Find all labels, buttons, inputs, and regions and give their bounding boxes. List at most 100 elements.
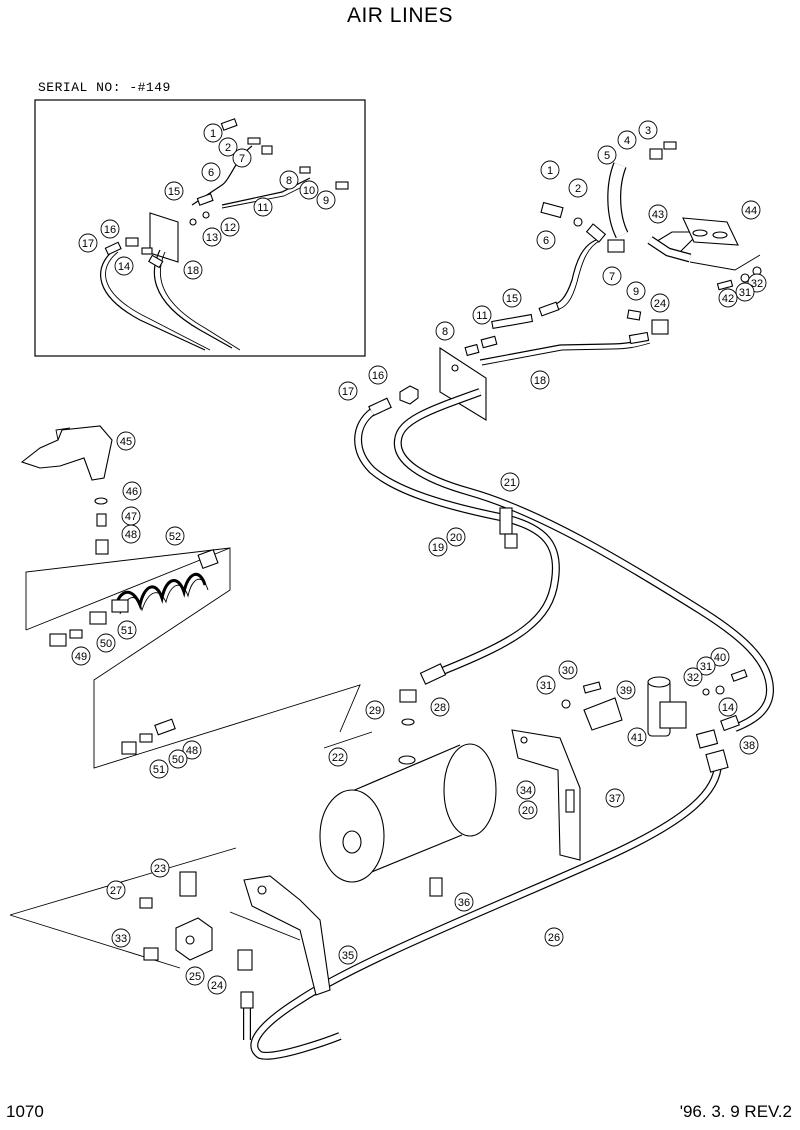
svg-text:38: 38 — [743, 740, 755, 752]
svg-text:2: 2 — [575, 183, 581, 195]
main-callout-25: 25 — [185, 966, 205, 986]
inset-callout-1: 1 — [203, 123, 223, 143]
svg-text:30: 30 — [562, 665, 574, 677]
air-gun-group — [20, 425, 361, 769]
main-callout-44: 44 — [741, 200, 761, 220]
svg-text:12: 12 — [224, 222, 236, 234]
svg-text:1: 1 — [547, 165, 553, 177]
main-callout-21: 21 — [500, 472, 520, 492]
main-callout-15: 15 — [502, 288, 522, 308]
page-title: AIR LINES — [346, 4, 454, 27]
main-callout-46: 46 — [122, 481, 142, 501]
svg-text:51: 51 — [121, 625, 133, 637]
main-callout-41: 41 — [627, 727, 647, 747]
main-callout-48: 48 — [182, 740, 202, 760]
inset-callout-8: 8 — [279, 170, 299, 190]
svg-text:46: 46 — [126, 486, 138, 498]
main-callout-28: 28 — [430, 697, 450, 717]
svg-text:44: 44 — [745, 205, 757, 217]
svg-text:11: 11 — [257, 202, 268, 214]
inset-callout-15: 15 — [164, 181, 184, 201]
svg-text:43: 43 — [652, 209, 664, 221]
main-callout-24: 24 — [207, 975, 227, 995]
svg-text:15: 15 — [168, 186, 180, 198]
svg-text:28: 28 — [434, 702, 446, 714]
main-callout-4: 4 — [617, 130, 637, 150]
tee-block — [139, 871, 253, 971]
main-callout-26: 26 — [544, 927, 564, 947]
main-callout-37: 37 — [605, 788, 625, 808]
main-callout-36: 36 — [454, 892, 474, 912]
air-tank — [319, 689, 497, 897]
svg-text:32: 32 — [751, 278, 763, 290]
inset-box — [34, 99, 366, 357]
main-callout-45: 45 — [116, 431, 136, 451]
svg-text:15: 15 — [506, 293, 518, 305]
svg-text:1: 1 — [210, 128, 216, 140]
inset-callout-12: 12 — [220, 217, 240, 237]
svg-text:9: 9 — [633, 286, 639, 298]
svg-text:19: 19 — [432, 542, 444, 554]
svg-text:39: 39 — [620, 685, 632, 697]
main-callout-30: 30 — [558, 660, 578, 680]
main-callout-23: 23 — [150, 858, 170, 878]
svg-text:5: 5 — [604, 150, 610, 162]
svg-text:17: 17 — [342, 386, 354, 398]
main-callout-14: 14 — [718, 697, 738, 717]
main-callout-43: 43 — [648, 204, 668, 224]
main-callout-3: 3 — [638, 120, 658, 140]
main-callout-9: 9 — [626, 281, 646, 301]
svg-text:31: 31 — [540, 680, 552, 692]
main-callout-27: 27 — [106, 880, 126, 900]
svg-text:21: 21 — [504, 477, 516, 489]
main-callout-5: 5 — [597, 145, 617, 165]
inset-callout-6: 6 — [201, 162, 221, 182]
inset-callout-7: 7 — [232, 148, 252, 168]
main-callout-50: 50 — [96, 633, 116, 653]
main-callout-7: 7 — [602, 266, 622, 286]
revision-date: '96. 3. 9 REV.2 — [679, 1102, 792, 1121]
main-callout-34: 34 — [516, 780, 536, 800]
svg-text:2: 2 — [225, 142, 231, 154]
svg-text:34: 34 — [520, 785, 532, 797]
serial-number-label: SERIAL NO: -#149 — [38, 80, 171, 95]
main-callout-20: 20 — [518, 800, 538, 820]
main-callout-20: 20 — [446, 527, 466, 547]
inset-callout-11: 11 — [253, 197, 273, 217]
svg-text:51: 51 — [153, 764, 165, 776]
svg-text:26: 26 — [548, 932, 560, 944]
inset-callout-9: 9 — [316, 190, 336, 210]
main-callout-18: 18 — [530, 370, 550, 390]
svg-text:9: 9 — [323, 195, 329, 207]
main-callout-51: 51 — [117, 620, 137, 640]
main-callout-49: 49 — [71, 646, 91, 666]
main-callout-31: 31 — [735, 282, 755, 302]
svg-text:32: 32 — [687, 672, 699, 684]
main-callout-33: 33 — [111, 928, 131, 948]
upper-fittings — [368, 141, 762, 421]
svg-text:50: 50 — [172, 754, 184, 766]
svg-text:25: 25 — [189, 971, 201, 983]
svg-text:47: 47 — [125, 511, 137, 523]
main-callout-39: 39 — [616, 680, 636, 700]
svg-text:8: 8 — [286, 175, 292, 187]
main-callout-11: 11 — [472, 305, 492, 325]
main-callout-42: 42 — [718, 288, 738, 308]
inset-callout-13: 13 — [202, 227, 222, 247]
svg-text:37: 37 — [609, 793, 621, 805]
main-callout-31: 31 — [696, 656, 716, 676]
svg-text:18: 18 — [534, 375, 546, 387]
svg-text:10: 10 — [303, 185, 315, 197]
main-callout-52: 52 — [165, 526, 185, 546]
main-callout-17: 17 — [338, 381, 358, 401]
main-callout-50: 50 — [168, 749, 188, 769]
main-hoses — [240, 388, 775, 1060]
svg-text:11: 11 — [476, 310, 487, 322]
valve-group — [561, 669, 748, 773]
svg-text:48: 48 — [125, 529, 137, 541]
svg-text:27: 27 — [110, 885, 122, 897]
main-callout-22: 22 — [328, 747, 348, 767]
main-callout-32: 32 — [683, 667, 703, 687]
main-callout-38: 38 — [739, 735, 759, 755]
